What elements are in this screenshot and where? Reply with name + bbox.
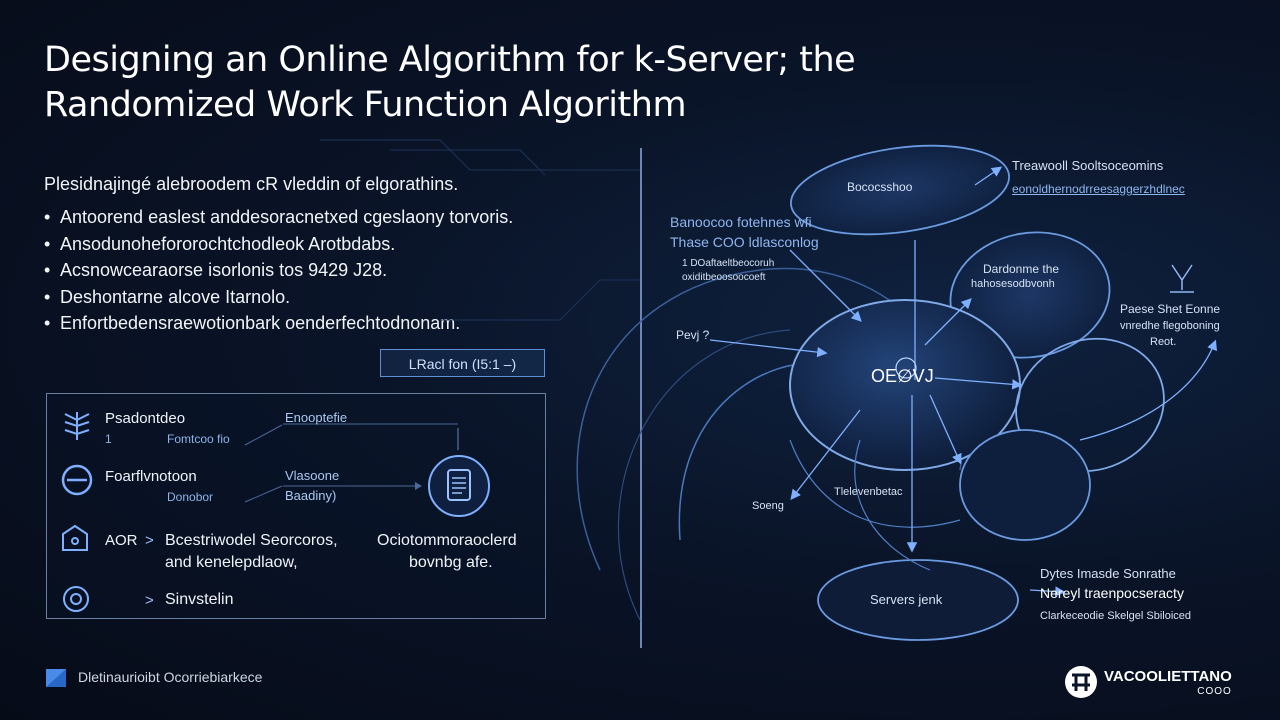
row3-right-1: Ociotommoraoclerd (377, 532, 517, 549)
row3-text-1: Bcestriwodel Seorcoros, (165, 532, 338, 549)
far-right-label-2: vnredhe flegoboning (1120, 320, 1220, 332)
lower-right-node[interactable] (959, 429, 1091, 541)
right-node-label-1: Dardonme the (983, 262, 1060, 276)
left-low-label: Soeng (752, 500, 784, 512)
document-icon (428, 455, 490, 517)
reference-box[interactable]: LRacl fon (I5:1 –) (380, 349, 545, 377)
top-node[interactable] (785, 140, 1015, 247)
bullet-dot-icon: • (44, 286, 51, 307)
right-node-label-2: hahosesodbvonh (971, 278, 1055, 290)
intro-text: Plesidnajingé alebroodem cR vleddin of e… (44, 174, 459, 194)
network-icon (64, 412, 90, 440)
row2-title: Foarflvnotoon (105, 468, 197, 485)
bullet-dot-icon: • (44, 260, 51, 280)
lock-box-icon (62, 524, 88, 551)
left-small-label-1: 1 DOaftaeltbeocoruh (682, 258, 775, 269)
bottom-right-label-2: Nereyl traenpocseracty (1040, 585, 1184, 601)
bullet-item: • Deshontarne alcove Itarnolo. (44, 284, 513, 311)
row1-link[interactable]: Enooptefie (285, 410, 348, 425)
bottom-node-label: Servers jenk (870, 592, 943, 607)
left-blue-label-1: Banoocoo fotehnes wfi (670, 214, 812, 230)
person-icon (1170, 264, 1194, 293)
row4-arrow-icon: > (145, 592, 154, 609)
center-node-label: OE∅VJ (871, 366, 934, 386)
row4-text: Sinvstelin (165, 591, 234, 608)
left-small-label-2: oxiditbeoosoocoeft (682, 272, 766, 283)
row1-title: Psadontdeo (105, 410, 186, 427)
row3-arrow-icon: > (145, 532, 154, 549)
row2-link-2[interactable]: Baadiny) (285, 488, 337, 503)
mid-label: Tlelevenbetac (834, 486, 903, 498)
far-right-label-3: Reot. (1150, 336, 1177, 348)
bullet-dot-icon: • (44, 313, 51, 333)
far-right-label-1: Paese Shet Eonne (1120, 302, 1221, 316)
bullet-text: Ansodunohefororochtchodleok Arotbdabs. (60, 233, 396, 254)
bottom-right-label-1: Dytes Imasde Sonrathe (1040, 566, 1176, 581)
row3-code: AOR (105, 532, 138, 549)
row2-link-1[interactable]: Vlasoone (285, 468, 340, 483)
row3-right-2: bovnbg afe. (409, 554, 493, 571)
bottom-right-label-3: Clarkeceodie Skelgel Sbiloiced (1040, 610, 1192, 622)
title-line-2: Randomized Work Function Algorithm (44, 85, 687, 125)
row1-number: 1 (105, 432, 112, 446)
bullet-item: • Ansodunohefororochtchodleok Arotbdabs. (44, 231, 513, 258)
row1-subtitle: Fomtcoo fio (167, 432, 230, 446)
left-blue-label-2: Thase COO ldlasconlog (670, 234, 819, 250)
title-line-1: Designing an Online Algorithm for k-Serv… (44, 40, 856, 80)
bullet-item: • Acsnowcearaorse isorlonis tos 9429 J28. (44, 257, 513, 284)
brand-logo: VACOOLIETTANO COOO (1064, 665, 1232, 699)
bullet-dot-icon: • (44, 233, 51, 254)
brand-mark-icon (1065, 666, 1097, 698)
footer-logo-icon (46, 669, 66, 687)
footer-text: Dletinaurioibt Ocorriebiarkece (78, 669, 263, 685)
left-label: Pevj ? (676, 328, 710, 342)
bullet-text: Acsnowcearaorse isorlonis tos 9429 J28. (60, 260, 388, 280)
target-icon (63, 586, 89, 612)
components-panel: Psadontdeo 1 Fomtcoo fio Enooptefie Foar… (46, 393, 546, 619)
brand-subtitle: COOO (1197, 685, 1232, 697)
top-node-label: Bococsshoo (847, 180, 913, 194)
bottom-node[interactable] (817, 559, 1019, 641)
divider-line (640, 148, 642, 648)
brand-name: VACOOLIETTANO (1104, 667, 1232, 685)
top-right-title: Treawooll Sooltsoceomins (1012, 158, 1164, 173)
bullet-dot-icon: • (44, 207, 51, 227)
bullet-item: • Antoorend easlest anddesoracnetxed cges… (44, 204, 513, 231)
bullet-text: Antoorend easlest anddesoracnetxed cgesl… (60, 207, 514, 227)
diagram-shapes (576, 140, 1217, 641)
algorithm-diagram: Bococsshoo Treawooll Sooltsoceomins eono… (560, 140, 1280, 665)
cycle-icon (61, 464, 93, 496)
bullet-text: Enfortbedensraewotionbark oenderfechtodn… (60, 313, 461, 333)
bullet-item: • Enfortbedensraewotionbark oenderfechtod… (44, 310, 513, 337)
slide-title: Designing an Online Algorithm for k-Serv… (44, 38, 944, 128)
bullet-list: • Antoorend easlest anddesoracnetxed cges… (44, 204, 513, 337)
bullet-text: Deshontarne alcove Itarnolo. (60, 286, 291, 307)
footer: Dletinaurioibt Ocorriebiarkece (44, 665, 262, 689)
top-right-subtitle[interactable]: eonoldhernodrreesaggerzhdlnec (1012, 182, 1185, 196)
row3-text-2: and kenelepdlaow, (165, 554, 298, 571)
row2-subtitle: Donobor (167, 490, 214, 504)
